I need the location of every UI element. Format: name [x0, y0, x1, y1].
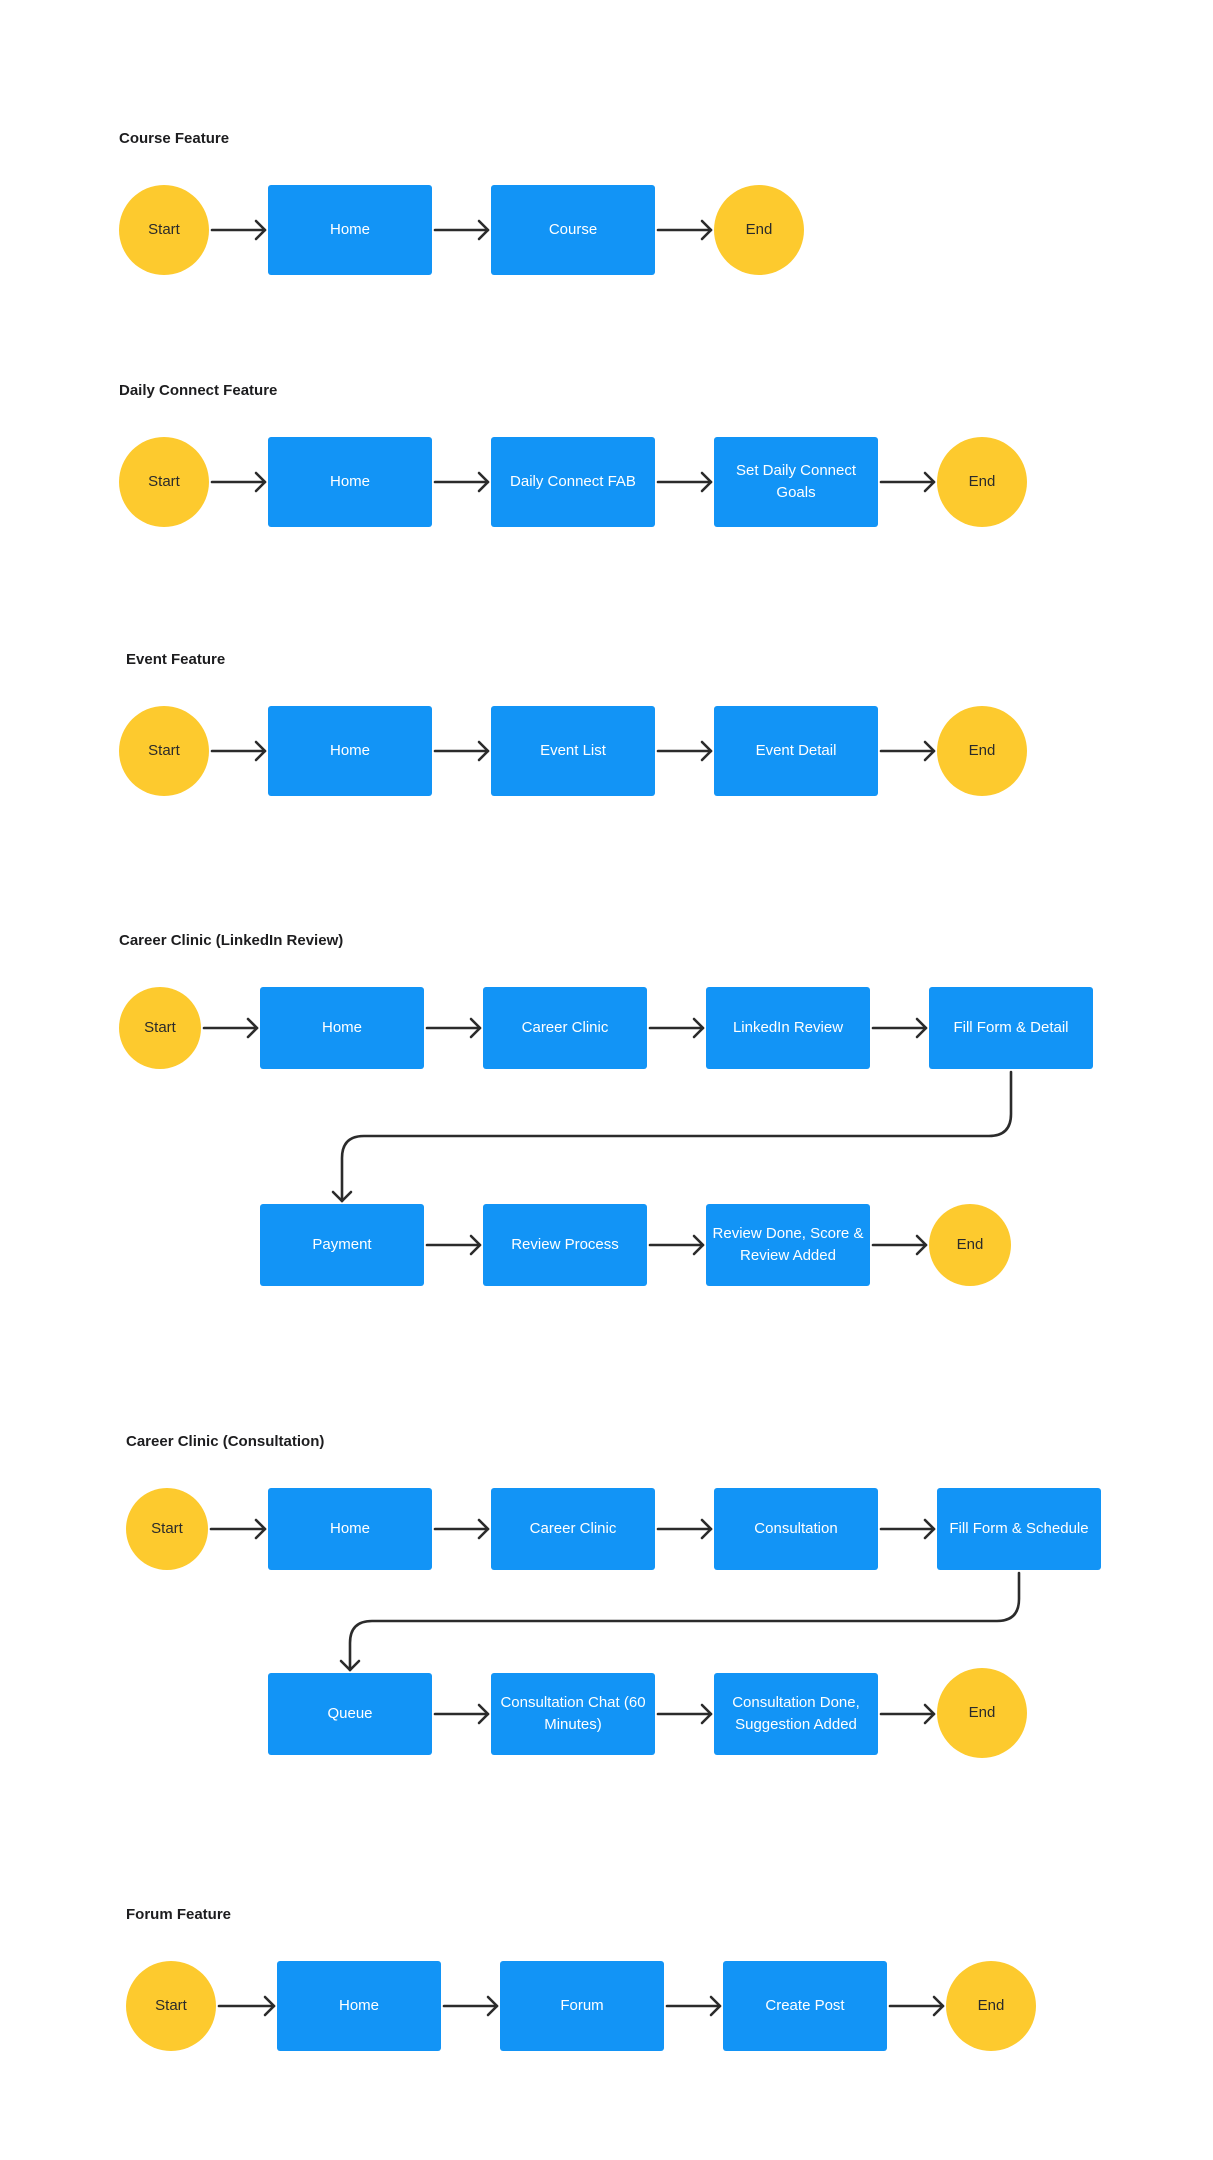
connector-elbow — [340, 1070, 1013, 1203]
process-node-event-detail: Event Detail — [714, 706, 878, 796]
process-node-home: Home — [268, 437, 432, 527]
consultation-flow-title: Career Clinic (Consultation) — [126, 1433, 325, 1450]
process-node-create-post: Create Post — [723, 1961, 887, 2051]
arrow-head-down — [339, 1659, 361, 1672]
terminal-node-start: Start — [119, 987, 201, 1069]
course-flow-title: Course Feature — [119, 130, 230, 147]
terminal-node-start: Start — [119, 185, 209, 275]
process-node-forum: Forum — [500, 1961, 664, 2051]
forum-flow-title: Forum Feature — [126, 1906, 232, 1923]
arrow-head-right — [477, 471, 490, 493]
process-node-course: Course — [491, 185, 655, 275]
process-node-event-list: Event List — [491, 706, 655, 796]
event-flow-title: Event Feature — [126, 651, 226, 668]
terminal-node-end: End — [714, 185, 804, 275]
process-node-linkedin-review: LinkedIn Review — [706, 987, 870, 1069]
process-node-career-clinic: Career Clinic — [491, 1488, 655, 1570]
process-node-review-process: Review Process — [483, 1204, 647, 1286]
process-node-review-done-score-review-added: Review Done, Score & Review Added — [706, 1204, 870, 1286]
arrow-head-right — [932, 1995, 945, 2017]
arrow-head-right — [254, 740, 267, 762]
process-node-career-clinic: Career Clinic — [483, 987, 647, 1069]
arrow-head-right — [263, 1995, 276, 2017]
process-node-consultation-done-suggestion-added: Consultation Done, Suggestion Added — [714, 1673, 878, 1755]
arrow-head-right — [477, 219, 490, 241]
arrow-head-right — [469, 1234, 482, 1256]
arrow-head-right — [692, 1017, 705, 1039]
arrow-head-right — [923, 740, 936, 762]
arrow-head-right — [700, 740, 713, 762]
terminal-node-start: Start — [126, 1961, 216, 2051]
arrow-head-right — [486, 1995, 499, 2017]
process-node-consultation-chat-60-minutes: Consultation Chat (60 Minutes) — [491, 1673, 655, 1755]
arrow-head-right — [692, 1234, 705, 1256]
arrow-head-right — [254, 471, 267, 493]
process-node-home: Home — [268, 706, 432, 796]
arrow-head-right — [254, 219, 267, 241]
arrow-head-right — [915, 1017, 928, 1039]
daily-connect-flow-title: Daily Connect Feature — [119, 382, 278, 399]
process-node-home: Home — [260, 987, 424, 1069]
arrow-head-right — [477, 740, 490, 762]
terminal-node-end: End — [929, 1204, 1011, 1286]
arrow-head-right — [923, 1518, 936, 1540]
arrow-head-right — [709, 1995, 722, 2017]
process-node-set-daily-connect-goals: Set Daily Connect Goals — [714, 437, 878, 527]
process-node-fill-form-detail: Fill Form & Detail — [929, 987, 1093, 1069]
process-node-daily-connect-fab: Daily Connect FAB — [491, 437, 655, 527]
process-node-home: Home — [277, 1961, 441, 2051]
arrow-head-right — [254, 1518, 267, 1540]
connector-elbow — [348, 1571, 1021, 1672]
arrow-head-right — [700, 471, 713, 493]
terminal-node-start: Start — [119, 706, 209, 796]
arrow-head-right — [469, 1017, 482, 1039]
arrow-head-right — [477, 1703, 490, 1725]
process-node-consultation: Consultation — [714, 1488, 878, 1570]
arrow-head-right — [700, 219, 713, 241]
terminal-node-start: Start — [119, 437, 209, 527]
terminal-node-start: Start — [126, 1488, 208, 1570]
arrow-head-right — [246, 1017, 259, 1039]
arrow-head-down — [331, 1190, 353, 1203]
process-node-queue: Queue — [268, 1673, 432, 1755]
terminal-node-end: End — [937, 437, 1027, 527]
arrow-head-right — [700, 1703, 713, 1725]
terminal-node-end: End — [937, 706, 1027, 796]
arrow-head-right — [923, 471, 936, 493]
terminal-node-end: End — [937, 1668, 1027, 1758]
process-node-payment: Payment — [260, 1204, 424, 1286]
process-node-home: Home — [268, 185, 432, 275]
linkedin-review-flow-title: Career Clinic (LinkedIn Review) — [119, 932, 344, 949]
arrow-head-right — [923, 1703, 936, 1725]
process-node-fill-form-schedule: Fill Form & Schedule — [937, 1488, 1101, 1570]
arrow-head-right — [915, 1234, 928, 1256]
terminal-node-end: End — [946, 1961, 1036, 2051]
process-node-home: Home — [268, 1488, 432, 1570]
arrow-head-right — [700, 1518, 713, 1540]
arrow-head-right — [477, 1518, 490, 1540]
